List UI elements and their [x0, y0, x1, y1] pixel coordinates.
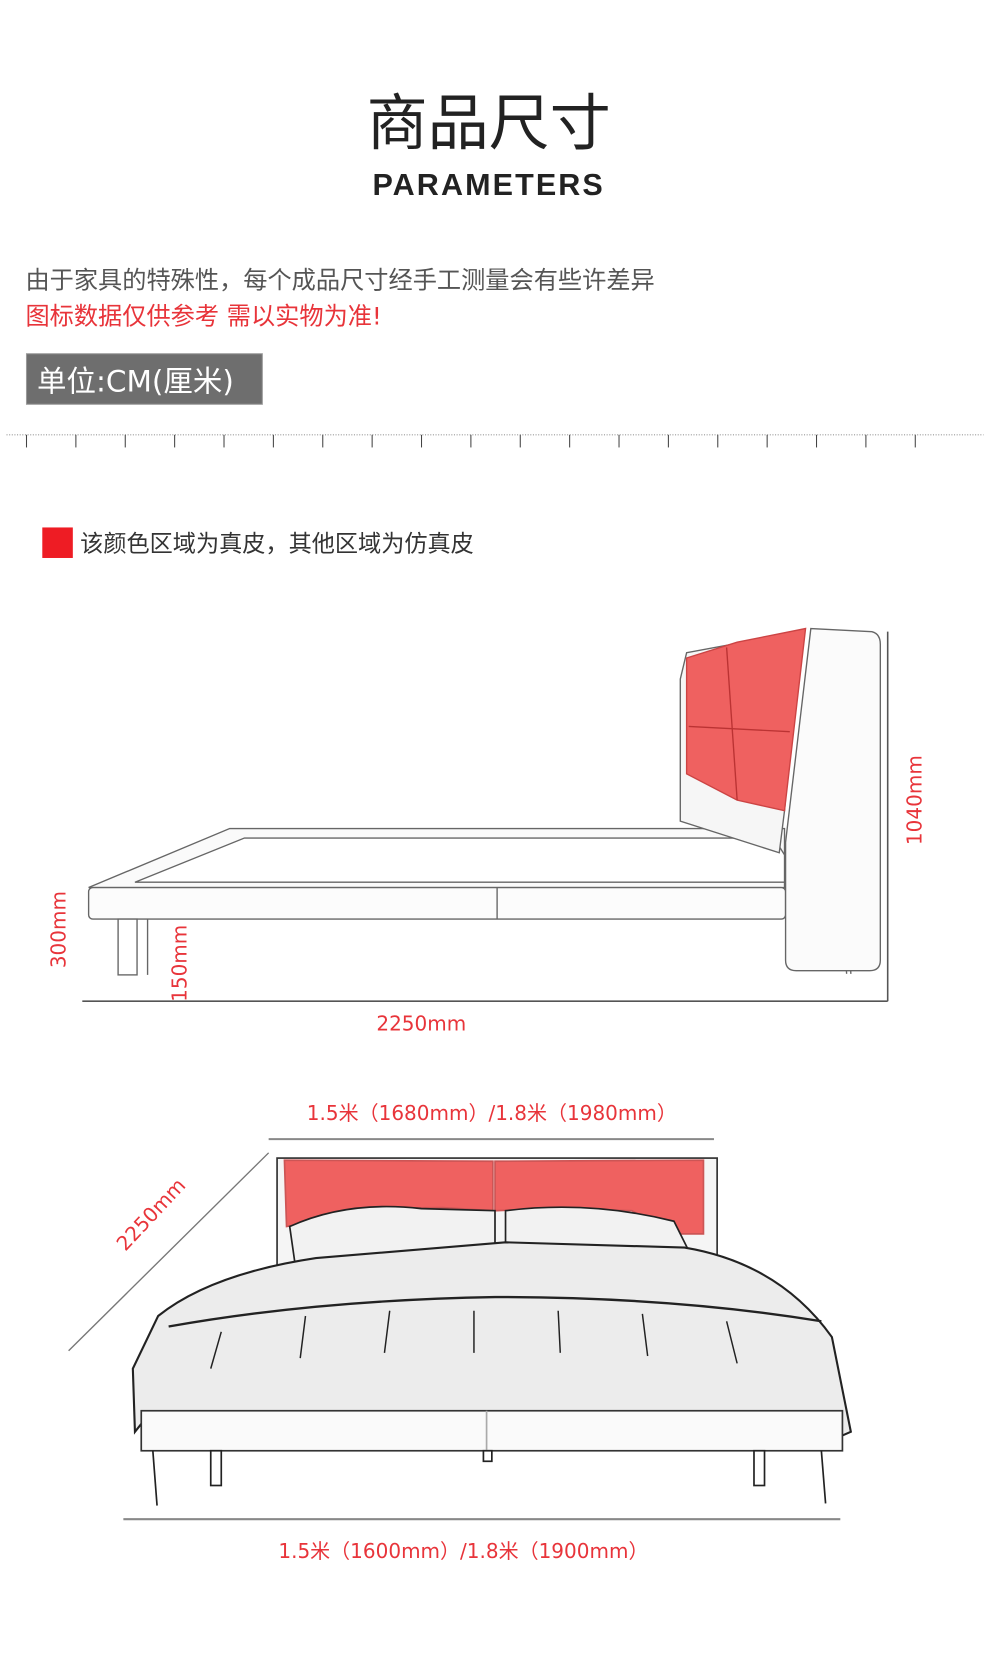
dim-top-width: 1.5米（1680mm）/1.8米（1980mm）: [307, 1101, 677, 1125]
dim-line-diagonal: [68, 1152, 270, 1352]
dim-height-bed: 300mm: [46, 891, 70, 968]
dim-height-leg: 150mm: [168, 925, 192, 1002]
title-cn: 商品尺寸: [367, 88, 611, 159]
unit-badge: 单位:CM(厘米): [25, 353, 263, 405]
dim-length-side: 2250mm: [376, 1012, 466, 1036]
side-view-bed: [87, 627, 882, 976]
legend-text: 该颜色区域为真皮，其他区域为仿真皮: [80, 532, 474, 558]
leather-swatch: [42, 527, 73, 558]
side-view-dimensions: [82, 631, 889, 1003]
unit-badge-label: 单位:CM(厘米): [37, 365, 234, 399]
dim-height-total: 1040mm: [902, 755, 926, 845]
notice-line-1: 由于家具的特殊性，每个成品尺寸经手工测量会有些许差异: [25, 266, 654, 294]
dim-diagonal-length: 2250mm: [111, 1173, 190, 1255]
ruler-divider: [6, 434, 984, 448]
dim-bottom-width: 1.5米（1600mm）/1.8米（1900mm）: [278, 1539, 648, 1563]
front-view-bed: [131, 1157, 853, 1506]
leather-headboard-cushion: [685, 627, 807, 812]
title-en: PARAMETERS: [372, 168, 604, 202]
notice-line-2: 图标数据仅供参考 需以实物为准!: [25, 302, 381, 330]
duvet: [131, 1241, 853, 1445]
